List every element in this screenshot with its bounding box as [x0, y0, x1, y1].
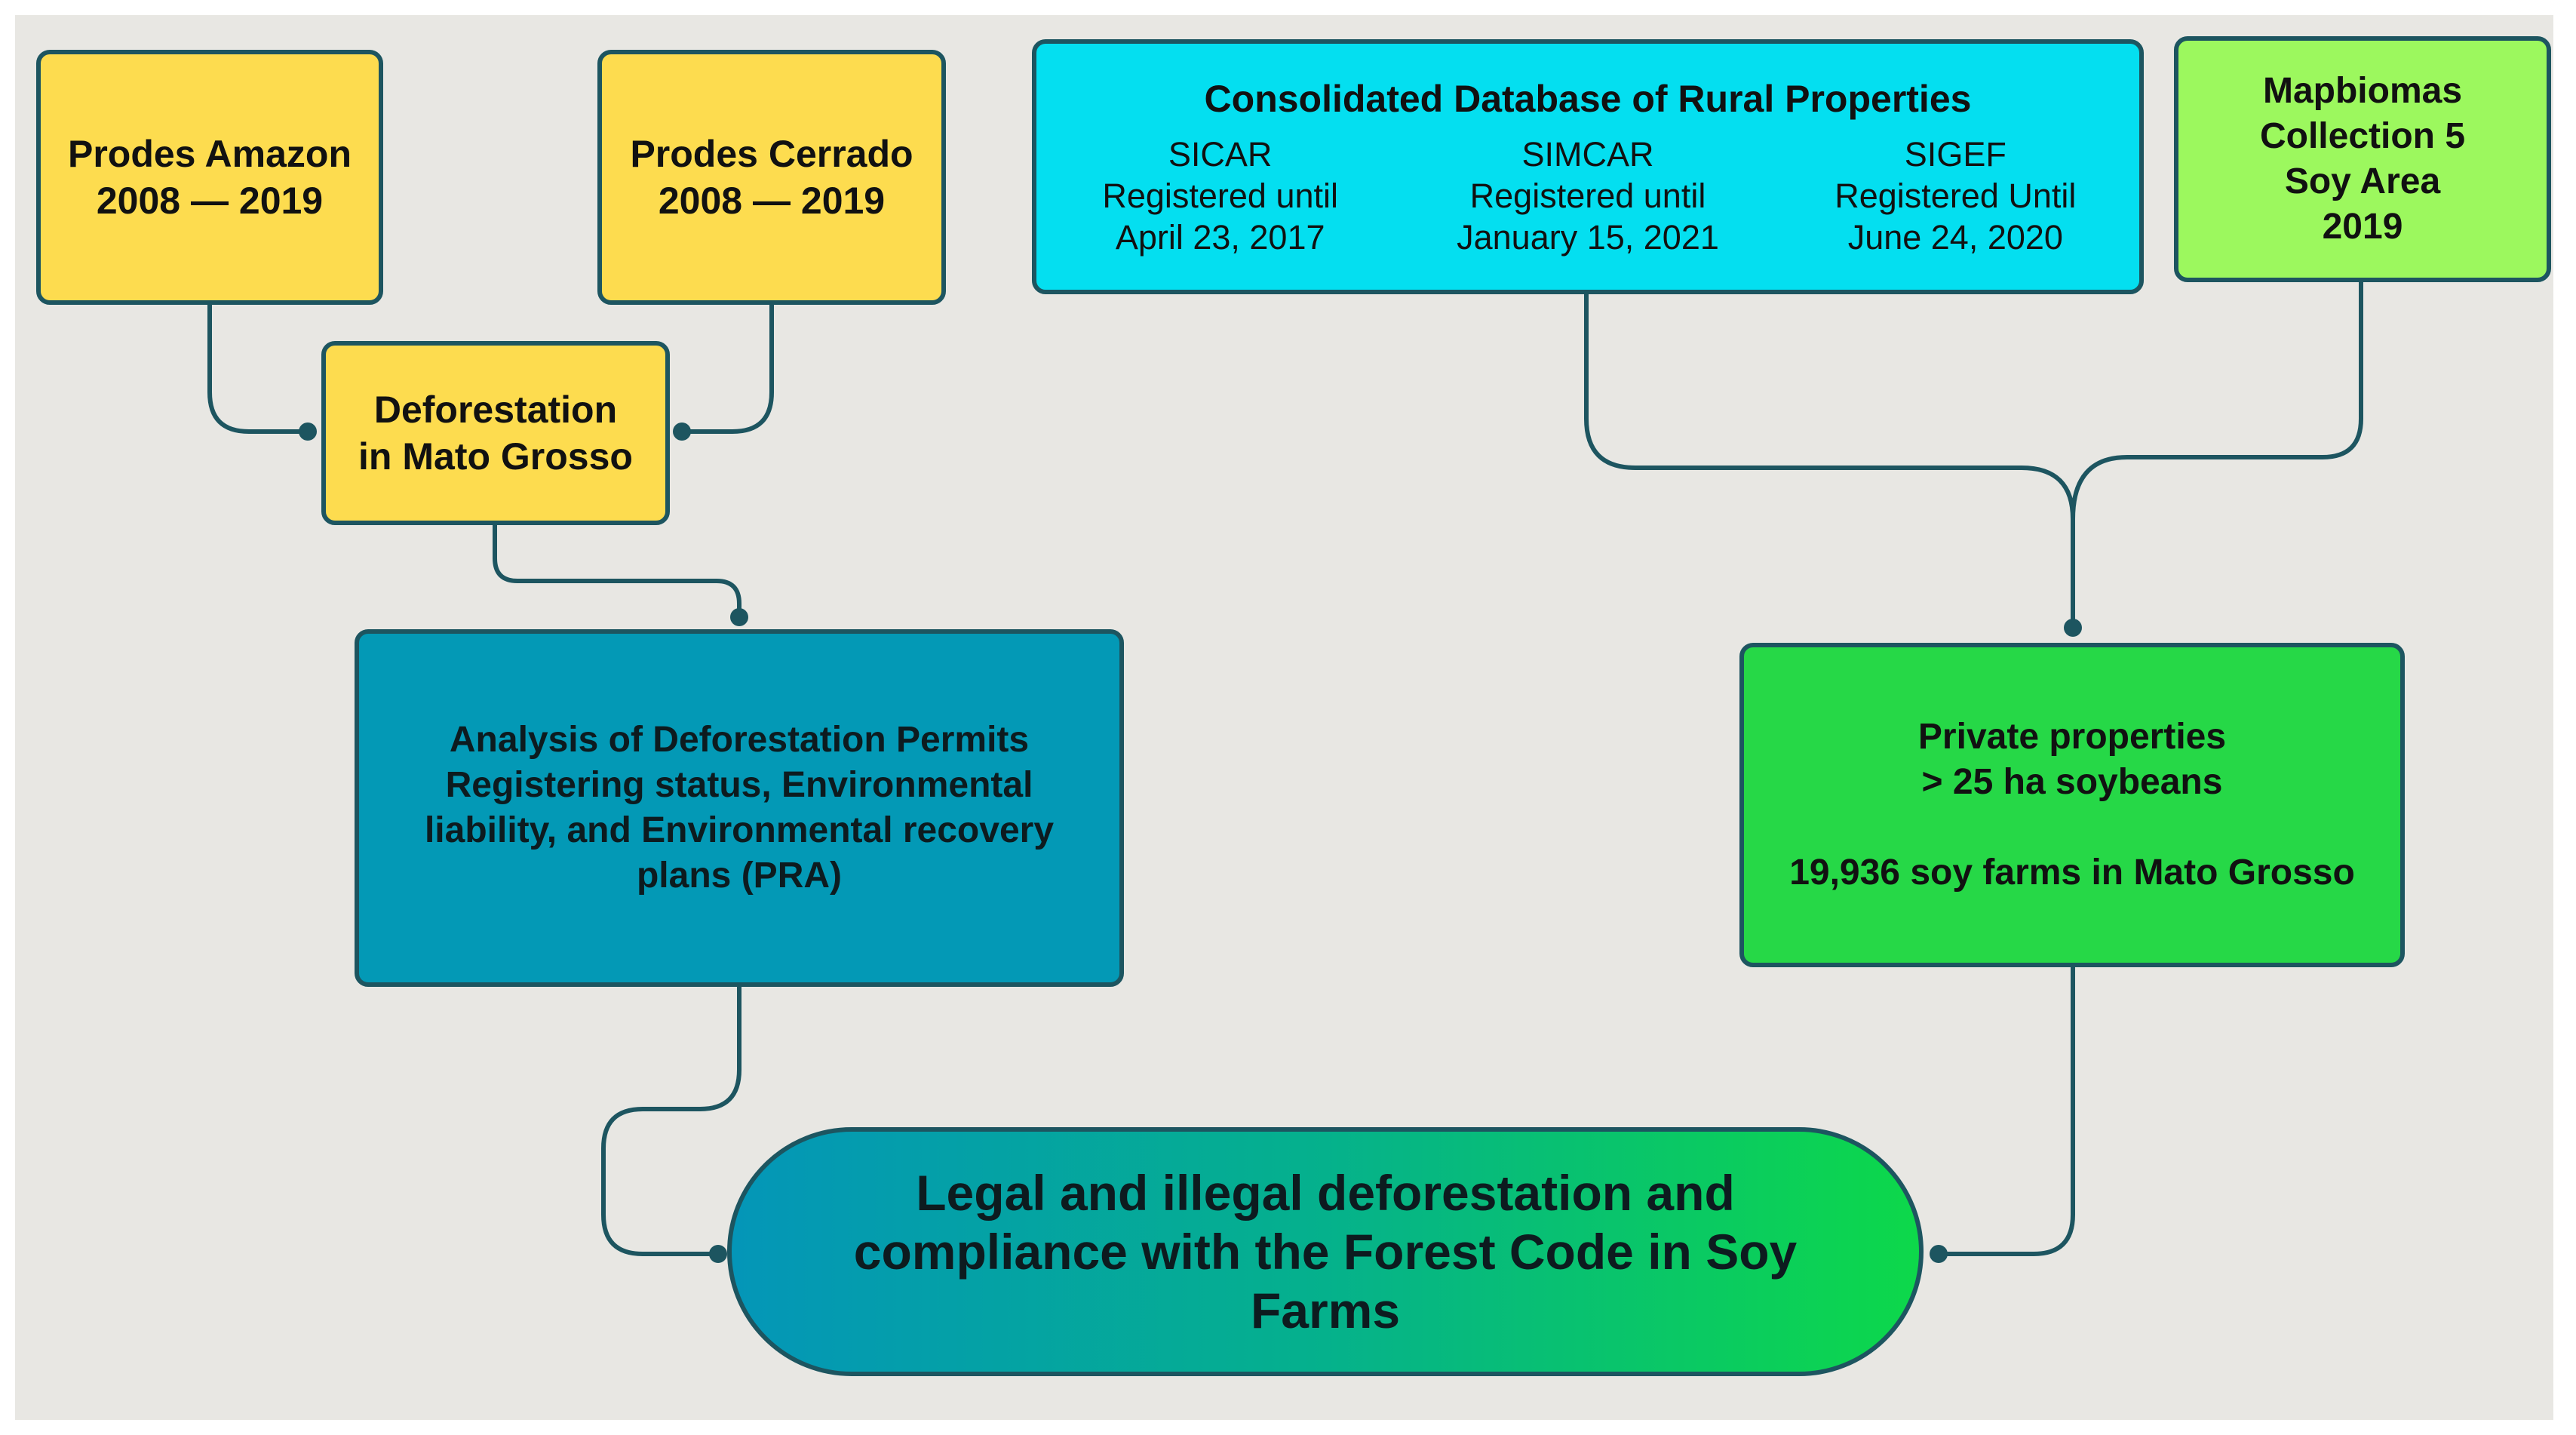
- analysis-line: liability, and Environmental recovery: [424, 810, 1055, 850]
- connector-dot: [709, 1245, 727, 1263]
- prodes-amazon-years: 2008 — 2019: [96, 180, 324, 222]
- source-sicar: SICAR Registered until April 23, 2017: [1038, 134, 1402, 258]
- connector-dot: [1930, 1245, 1948, 1263]
- private-properties-node: Private properties > 25 ha soybeans 19,9…: [1739, 643, 2405, 967]
- result-line: compliance with the Forest Code in Soy: [853, 1224, 1798, 1280]
- source-registered-label: Registered Until: [1835, 176, 2077, 215]
- mapbiomas-layer: Soy Area: [2284, 161, 2441, 201]
- connector-deforestation-to-analysis: [493, 520, 741, 619]
- source-registered-date: April 23, 2017: [1115, 217, 1325, 257]
- result-line: Farms: [1250, 1283, 1401, 1338]
- mapbiomas-collection: Collection 5: [2259, 116, 2466, 156]
- source-sigef: SIGEF Registered Until June 24, 2020: [1773, 134, 2137, 258]
- soy-farm-count: 19,936 soy farms in Mato Grosso: [1789, 853, 2355, 893]
- prodes-amazon-node: Prodes Amazon 2008 — 2019: [36, 50, 383, 305]
- source-name: SICAR: [1168, 134, 1273, 174]
- source-registered-label: Registered until: [1469, 176, 1706, 215]
- mapbiomas-year: 2019: [2322, 207, 2403, 247]
- private-properties-label: Private properties: [1917, 717, 2227, 757]
- prodes-cerrado-label: Prodes Cerrado: [630, 133, 913, 175]
- deforestation-mato-grosso-node: Deforestation in Mato Grosso: [321, 341, 670, 525]
- connector-private-properties-to-result: [1936, 962, 2075, 1256]
- analysis-line: Analysis of Deforestation Permits: [449, 720, 1030, 760]
- connector-dot: [673, 423, 691, 441]
- database-sources: SICAR Registered until April 23, 2017 SI…: [1036, 134, 2139, 258]
- mapbiomas-label: Mapbiomas: [2262, 71, 2463, 111]
- connector-dot: [2064, 619, 2082, 637]
- source-simcar: SIMCAR Registered until January 15, 2021: [1406, 134, 1770, 258]
- analysis-line: plans (PRA): [636, 856, 842, 896]
- source-registered-label: Registered until: [1102, 176, 1338, 215]
- connector-cerrado-to-deforestation: [680, 300, 774, 434]
- deforestation-label: Deforestation: [373, 389, 618, 431]
- connector-dot: [730, 608, 748, 626]
- consolidated-database-title: Consolidated Database of Rural Propertie…: [1204, 77, 1972, 120]
- connector-dot: [299, 423, 317, 441]
- connector-amazon-to-deforestation: [207, 300, 310, 434]
- consolidated-database-node: Consolidated Database of Rural Propertie…: [1032, 39, 2144, 294]
- private-properties-threshold: > 25 ha soybeans: [1921, 762, 2223, 802]
- prodes-cerrado-node: Prodes Cerrado 2008 — 2019: [597, 50, 946, 305]
- mapbiomas-node: Mapbiomas Collection 5 Soy Area 2019: [2174, 36, 2551, 282]
- result-node: Legal and illegal deforestation and comp…: [727, 1127, 1924, 1376]
- prodes-amazon-label: Prodes Amazon: [67, 133, 352, 175]
- source-name: SIMCAR: [1521, 134, 1654, 174]
- connector-database-to-merge: [1584, 289, 2075, 521]
- source-registered-date: June 24, 2020: [1847, 217, 2063, 257]
- connector-analysis-to-result: [601, 982, 741, 1256]
- source-registered-date: January 15, 2021: [1457, 217, 1719, 257]
- source-name: SIGEF: [1904, 134, 2006, 174]
- analysis-line: Registering status, Environmental: [445, 765, 1033, 805]
- deforestation-region: in Mato Grosso: [358, 435, 633, 478]
- result-line: Legal and illegal deforestation and: [916, 1165, 1735, 1221]
- connector-mapbiomas-to-merge: [2071, 277, 2363, 521]
- analysis-node: Analysis of Deforestation Permits Regist…: [355, 629, 1124, 987]
- prodes-cerrado-years: 2008 — 2019: [658, 180, 886, 222]
